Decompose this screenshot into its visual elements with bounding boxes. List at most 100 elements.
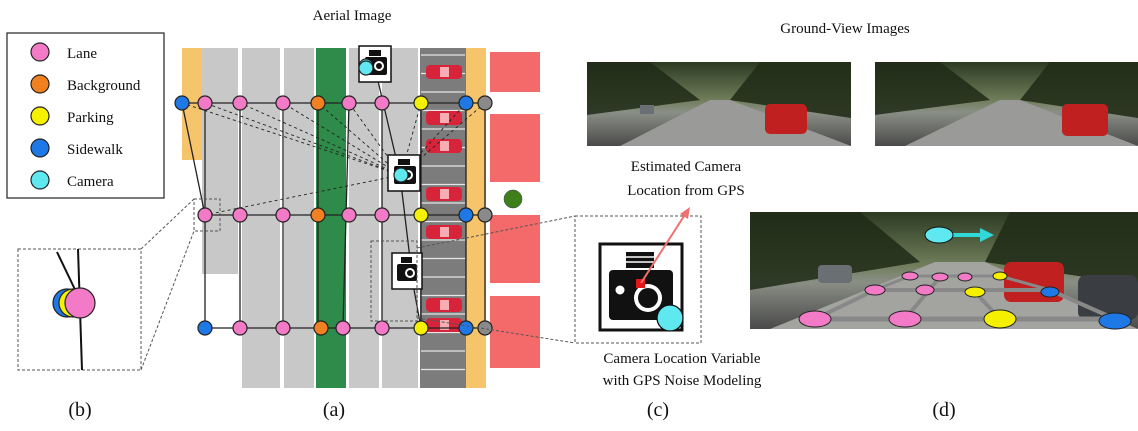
graph-node-lane — [374, 320, 390, 336]
graph-node-lane — [374, 95, 390, 111]
aerial-image-title: Aerial Image — [313, 8, 392, 24]
car-window — [440, 300, 449, 310]
graph-node-unknown — [477, 320, 493, 336]
graph-node-lane — [335, 320, 351, 336]
graph-node-lane — [232, 207, 248, 223]
graph-node-background — [313, 320, 329, 336]
ground-node-lane — [864, 284, 886, 296]
graph-node-camera — [393, 167, 409, 183]
ground-node-sidewalk — [1098, 312, 1132, 330]
legend-sidewalk-marker — [30, 138, 50, 158]
graph-node-lane — [374, 207, 390, 223]
graph-node-background — [310, 95, 326, 111]
camera-location-variable — [656, 304, 684, 332]
ground-view-photo-1 — [587, 62, 851, 146]
graph-node-lane — [341, 95, 357, 111]
zoom-connector-top — [140, 198, 195, 250]
graph-node-sidewalk — [458, 95, 474, 111]
graph-node-lane — [275, 320, 291, 336]
graph-node-sidewalk — [197, 320, 213, 336]
graph-node-unknown — [477, 207, 493, 223]
building-3 — [490, 215, 540, 283]
ground-camera-node — [924, 226, 954, 244]
panel-label-c: (c) — [647, 399, 669, 421]
building-2 — [490, 114, 540, 182]
camera-detail-box — [574, 215, 702, 344]
camera-ray — [239, 102, 402, 176]
variable-line1: Camera Location Variable — [603, 351, 760, 367]
graph-node-sidewalk — [458, 320, 474, 336]
panel-label-a: (a) — [323, 399, 345, 421]
legend-parking-marker — [30, 106, 50, 126]
graph-node-lane — [341, 207, 357, 223]
car-window — [440, 141, 449, 151]
building-4 — [490, 296, 540, 368]
estimated-location-line1: Estimated Camera — [631, 159, 742, 175]
graph-node-lane — [232, 95, 248, 111]
car-window — [440, 320, 449, 330]
building-1 — [490, 52, 540, 92]
graph-node-unknown — [477, 95, 493, 111]
graph-node-sidewalk — [174, 95, 190, 111]
camera-ray — [204, 102, 402, 176]
camera-ray — [181, 102, 402, 176]
zoom-connector-bottom — [140, 230, 195, 371]
graph-node-lane — [197, 207, 213, 223]
graph-node-sidewalk — [458, 207, 474, 223]
ground-view-photo-2 — [875, 62, 1138, 146]
camera-ray — [282, 102, 402, 176]
graph-node-lane — [197, 95, 213, 111]
graph-node-parking — [413, 95, 429, 111]
ground-view-nodes — [798, 271, 1132, 330]
ground-node-lane — [915, 284, 935, 296]
ground-node-sidewalk — [1040, 286, 1060, 298]
zoom-source-box — [193, 198, 221, 232]
legend-sidewalk-label: Sidewalk — [67, 142, 123, 158]
graph-node-lane — [232, 320, 248, 336]
car-window — [440, 67, 449, 77]
legend-camera-marker — [30, 170, 50, 190]
legend-parking-label: Parking — [67, 110, 114, 126]
edge-sidewalk-diagonal — [181, 102, 206, 216]
camera-connector-top — [416, 215, 576, 249]
panel-label-b: (b) — [68, 399, 91, 421]
ground-node-lane — [931, 272, 949, 282]
right-sidewalk-strip — [466, 48, 486, 388]
left-sidewalk-strip — [182, 48, 202, 160]
graph-node-parking — [413, 320, 429, 336]
estimated-location-line2: Location from GPS — [627, 183, 745, 199]
legend: Lane Background Parking Sidewalk Camera — [6, 32, 165, 199]
ground-node-lane — [888, 310, 922, 328]
car-window — [440, 189, 449, 199]
zoom-inset-b — [17, 198, 221, 371]
zoom-inset-box — [17, 248, 142, 371]
gps-arrow-head — [680, 207, 690, 219]
ground-node-lane — [901, 271, 919, 281]
graph-node-lane — [275, 207, 291, 223]
camera-button — [614, 284, 626, 296]
graph-nodes — [174, 60, 493, 336]
legend-background-label: Background — [67, 78, 141, 94]
legend-camera-label: Camera — [67, 174, 114, 190]
graph-node-lane — [275, 95, 291, 111]
parked-cars — [426, 65, 462, 332]
legend-lane-label: Lane — [67, 46, 97, 62]
ground-view-title: Ground-View Images — [780, 21, 910, 37]
road-lane-1 — [202, 48, 238, 274]
car-window — [440, 113, 449, 123]
camera-ray — [400, 102, 467, 176]
ground-node-parking — [964, 286, 986, 298]
panel-label-d: (d) — [932, 399, 955, 421]
variable-line2: with GPS Noise Modeling — [603, 373, 762, 389]
ground-node-lane — [957, 272, 973, 282]
gps-arrow — [640, 212, 687, 284]
legend-background-marker — [30, 74, 50, 94]
tree — [503, 189, 523, 209]
ground-view-camera — [924, 226, 994, 244]
camera-source-box — [370, 240, 418, 322]
camera-direction-arrowhead — [980, 228, 994, 242]
graph-node-parking — [413, 207, 429, 223]
camera-lens — [638, 288, 658, 308]
